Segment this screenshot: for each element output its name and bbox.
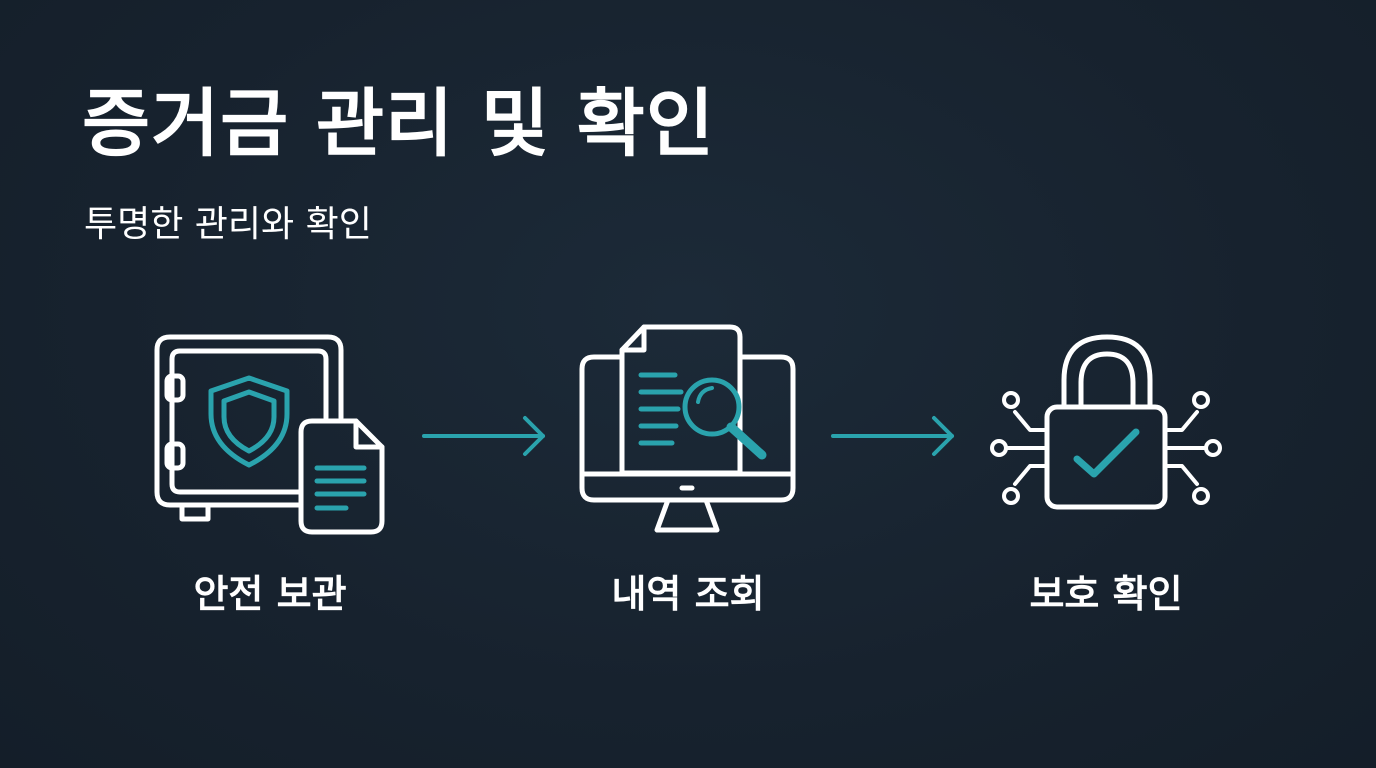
- page-subtitle: 투명한 관리와 확인: [84, 204, 372, 245]
- arrow-right-icon: [422, 416, 545, 456]
- safe-shield-document-icon: [154, 334, 385, 535]
- page-title: 증거금 관리 및 확인: [82, 81, 715, 167]
- step-label-protection-check: 보호 확인: [1029, 572, 1183, 616]
- step-label-safe-storage: 안전 보관: [193, 572, 347, 616]
- step-label-history-lookup: 내역 조회: [611, 572, 765, 616]
- monitor-search-document-icon: [579, 324, 796, 533]
- padlock-check-circuit-icon: [990, 334, 1222, 510]
- arrow-right-icon: [831, 416, 954, 456]
